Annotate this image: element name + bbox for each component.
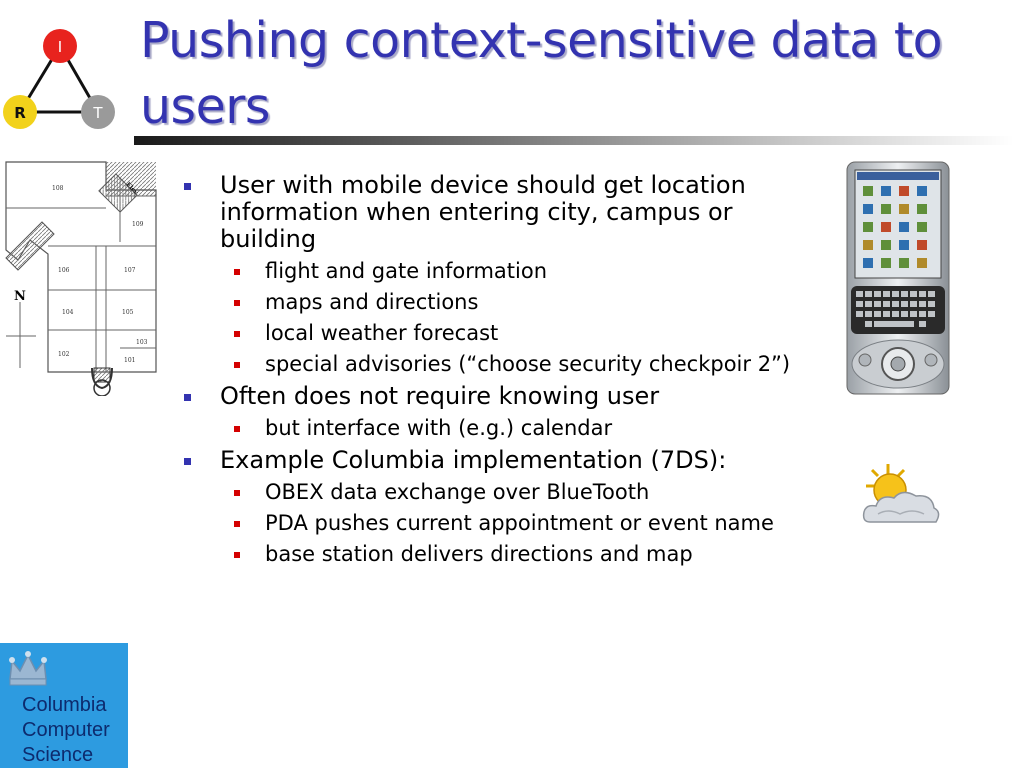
columbia-logo: Columbia Computer Science [0,643,128,768]
bullet-text: Often does not require knowing user [220,382,660,410]
logo-line: Computer [22,719,110,741]
north-label: N [14,289,26,304]
bullet-item: Often does not require knowing user but … [180,383,830,440]
partly-cloudy-icon [862,464,940,523]
room-label: 107 [124,267,136,274]
title-underline [134,136,1014,145]
sub-bullet-item: local weather forecast [220,321,830,345]
room-label: 105 [122,309,134,316]
bullet-text: User with mobile device should get locat… [220,171,746,253]
room-label: 108 [52,185,64,192]
slide-title: Pushing context-sensitive data to users [140,12,943,135]
sub-bullet-item: special advisories (“choose security che… [220,352,830,376]
floor-plan-map: N 108 109 106 107 104 105 103 102 101 El… [5,161,157,396]
bullet-list: User with mobile device should get locat… [180,172,830,566]
sub-bullet-item: base station delivers directions and map [220,542,830,566]
logo-line: Science [22,744,94,766]
bullet-item: Example Columbia implementation (7DS): O… [180,447,830,566]
sub-bullet-item: flight and gate information [220,259,830,283]
sub-bullet-list: but interface with (e.g.) calendar [220,416,830,440]
sub-bullet-list: OBEX data exchange over BlueTooth PDA pu… [220,480,830,566]
sub-bullet-item: OBEX data exchange over BlueTooth [220,480,830,504]
crown-icon [9,651,47,686]
room-label: 104 [62,309,74,316]
room-label: 103 [136,339,148,346]
room-label: 109 [132,221,144,228]
bullet-item: User with mobile device should get locat… [180,172,830,376]
irt-letter-t: T [92,104,103,122]
sub-bullet-list: flight and gate information maps and dir… [220,259,830,376]
irt-logo: I R T [3,29,115,129]
columbia-logo-text: Columbia Computer Science [22,693,110,768]
irt-letter-r: R [14,104,26,122]
logo-line: Columbia [22,694,107,716]
sub-bullet-item: but interface with (e.g.) calendar [220,416,830,440]
room-label: 102 [58,351,70,358]
sub-bullet-item: PDA pushes current appointment or event … [220,511,830,535]
room-label: 101 [124,357,135,364]
pda-device-icon [846,161,950,395]
bullet-text: Example Columbia implementation (7DS): [220,446,727,474]
irt-letter-i: I [58,38,62,56]
sub-bullet-item: maps and directions [220,290,830,314]
slide-body: User with mobile device should get locat… [180,172,830,573]
room-label: 106 [58,267,70,274]
